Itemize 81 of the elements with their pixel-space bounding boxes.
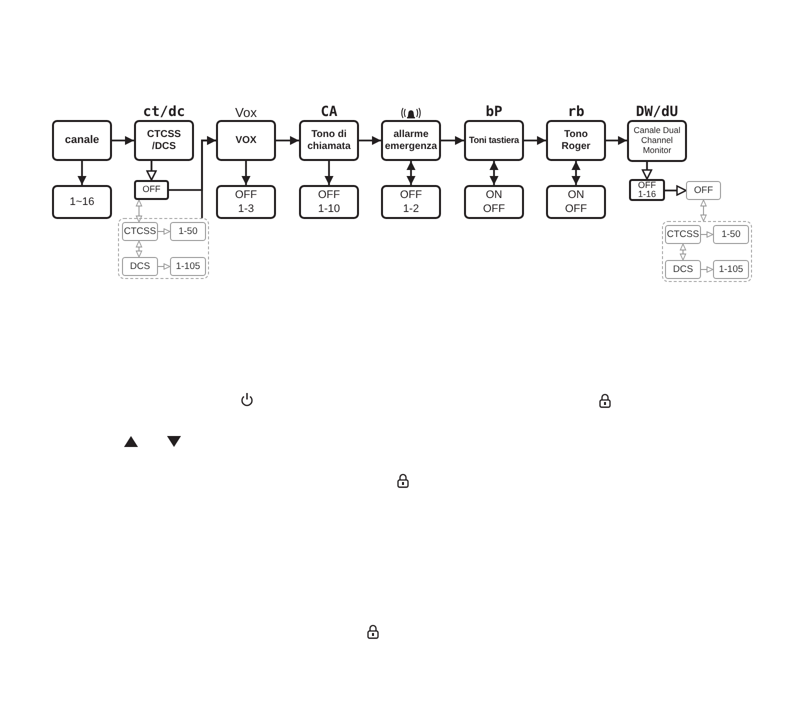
option-box xyxy=(713,225,749,244)
option-box xyxy=(299,185,359,219)
menu-code-label: DW/dU xyxy=(636,105,678,119)
option-box xyxy=(122,257,158,276)
option-box xyxy=(686,181,721,200)
arrow xyxy=(642,162,652,180)
arrow xyxy=(158,228,170,235)
option-value: OFF xyxy=(235,188,257,202)
arrow xyxy=(406,161,416,185)
option-value: CTCSS xyxy=(666,230,700,240)
option-box xyxy=(134,180,169,200)
arrow xyxy=(665,185,687,196)
arrow xyxy=(158,263,170,270)
box-label: CTCSS /DCS xyxy=(146,129,182,152)
option-box xyxy=(546,185,606,219)
option-box xyxy=(381,185,441,219)
option-box xyxy=(629,179,665,201)
box-label: Toni tastiera xyxy=(469,135,519,146)
arrow xyxy=(146,161,157,181)
option-value: OFF xyxy=(400,188,422,202)
box-label: Tono Roger xyxy=(560,129,592,152)
option-value: OFF xyxy=(694,186,713,196)
option-box xyxy=(122,222,158,241)
arrow xyxy=(136,200,142,222)
option-value: ON xyxy=(486,188,502,202)
arrow xyxy=(359,136,381,145)
menu-code-label: bP xyxy=(486,105,502,119)
arrow xyxy=(242,161,250,185)
arrow xyxy=(324,161,334,185)
option-value: OFF xyxy=(318,188,340,202)
arrow xyxy=(136,240,142,258)
option-box xyxy=(464,185,524,219)
arrow xyxy=(524,136,546,145)
option-value: DCS xyxy=(672,264,694,274)
option-box xyxy=(170,222,206,241)
arrow xyxy=(276,136,299,145)
option-value: 1-105 xyxy=(718,264,744,274)
option-value: 1-50 xyxy=(721,230,740,240)
option-value: OFF xyxy=(565,202,587,216)
option-value: 1~16 xyxy=(70,194,94,210)
dashed-group-frame xyxy=(662,221,752,282)
menu-code-label: rb xyxy=(568,105,584,119)
option-box xyxy=(170,257,206,276)
option-box xyxy=(216,185,276,219)
option-value: CTCSS xyxy=(124,226,156,236)
arrow xyxy=(606,136,627,145)
menu-code-label: CA xyxy=(320,105,338,119)
option-box xyxy=(713,260,749,279)
option-value: OFF xyxy=(638,180,656,190)
box-label: Tono di chiamata xyxy=(306,129,352,152)
option-box xyxy=(52,185,112,219)
arrow xyxy=(201,136,216,218)
arrow xyxy=(112,136,134,145)
arrow xyxy=(441,136,464,145)
option-box xyxy=(665,260,701,279)
option-value: 1-3 xyxy=(238,202,254,216)
option-value: 1-10 xyxy=(318,202,340,216)
box-label: Canale Dual Channel Monitor xyxy=(632,126,682,156)
option-value: OFF xyxy=(142,185,160,195)
option-value: 1-2 xyxy=(403,202,419,216)
arrow xyxy=(572,161,580,185)
option-value: 1-50 xyxy=(178,226,198,236)
option-value: DCS xyxy=(130,262,150,272)
menu-code-label: ct/dc xyxy=(142,105,186,119)
box-label: allarme emergenza xyxy=(384,129,438,152)
option-value: 1-105 xyxy=(176,262,200,272)
menu-code-label: Vox xyxy=(235,106,257,119)
box-label: VOX xyxy=(235,134,257,146)
arrow xyxy=(680,244,686,260)
dashed-group-frame xyxy=(118,218,209,279)
arrow xyxy=(700,231,714,238)
process-box xyxy=(52,120,112,161)
option-box xyxy=(665,225,701,244)
box-label: canale xyxy=(64,134,100,147)
option-value: 1-16 xyxy=(638,190,656,200)
arrow xyxy=(490,161,498,185)
option-value: OFF xyxy=(483,202,505,216)
option-value: ON xyxy=(568,188,584,202)
arrow xyxy=(78,161,86,185)
arrow xyxy=(700,266,714,273)
arrow xyxy=(700,200,707,222)
